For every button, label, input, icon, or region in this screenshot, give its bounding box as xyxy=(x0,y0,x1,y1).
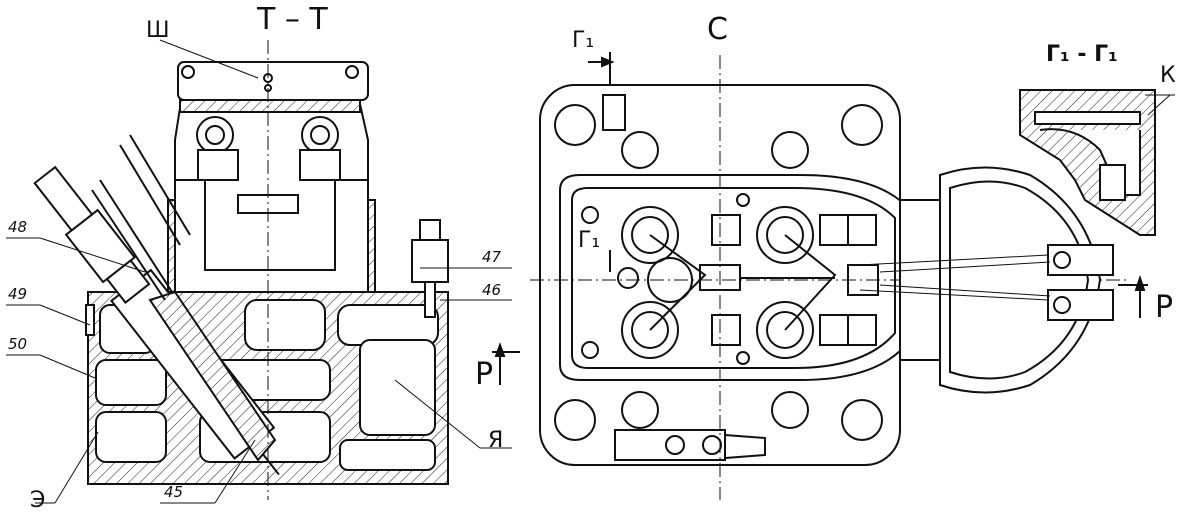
section-tt-view xyxy=(33,40,449,500)
callout-50: 50 xyxy=(8,335,28,353)
callout-47: 47 xyxy=(482,248,502,266)
section-g1-title: Г₁ - Г₁ xyxy=(1046,42,1118,67)
callout-46: 46 xyxy=(482,281,502,299)
letter-e-label: Э xyxy=(30,488,46,513)
view-c-title: С xyxy=(707,12,728,47)
section-p-markers xyxy=(492,52,1148,385)
callout-48: 48 xyxy=(8,218,28,236)
callout-49: 49 xyxy=(8,285,28,303)
letter-ya-label: Я xyxy=(488,428,504,453)
section-p-left-label: Р xyxy=(475,357,494,392)
section-tt-title: Т – Т xyxy=(257,2,328,37)
callout-leaders xyxy=(6,39,1171,504)
section-marker-g1-top: Г₁ xyxy=(572,28,595,53)
letter-k-label: К xyxy=(1160,63,1176,88)
section-marker-g1-mid: Г₁ xyxy=(578,228,601,253)
callout-45: 45 xyxy=(164,483,184,501)
section-g1-view xyxy=(1019,89,1175,236)
section-p-right-label: Р xyxy=(1155,290,1174,325)
view-c xyxy=(530,55,1130,500)
letter-sh-label: Ш xyxy=(146,18,170,43)
